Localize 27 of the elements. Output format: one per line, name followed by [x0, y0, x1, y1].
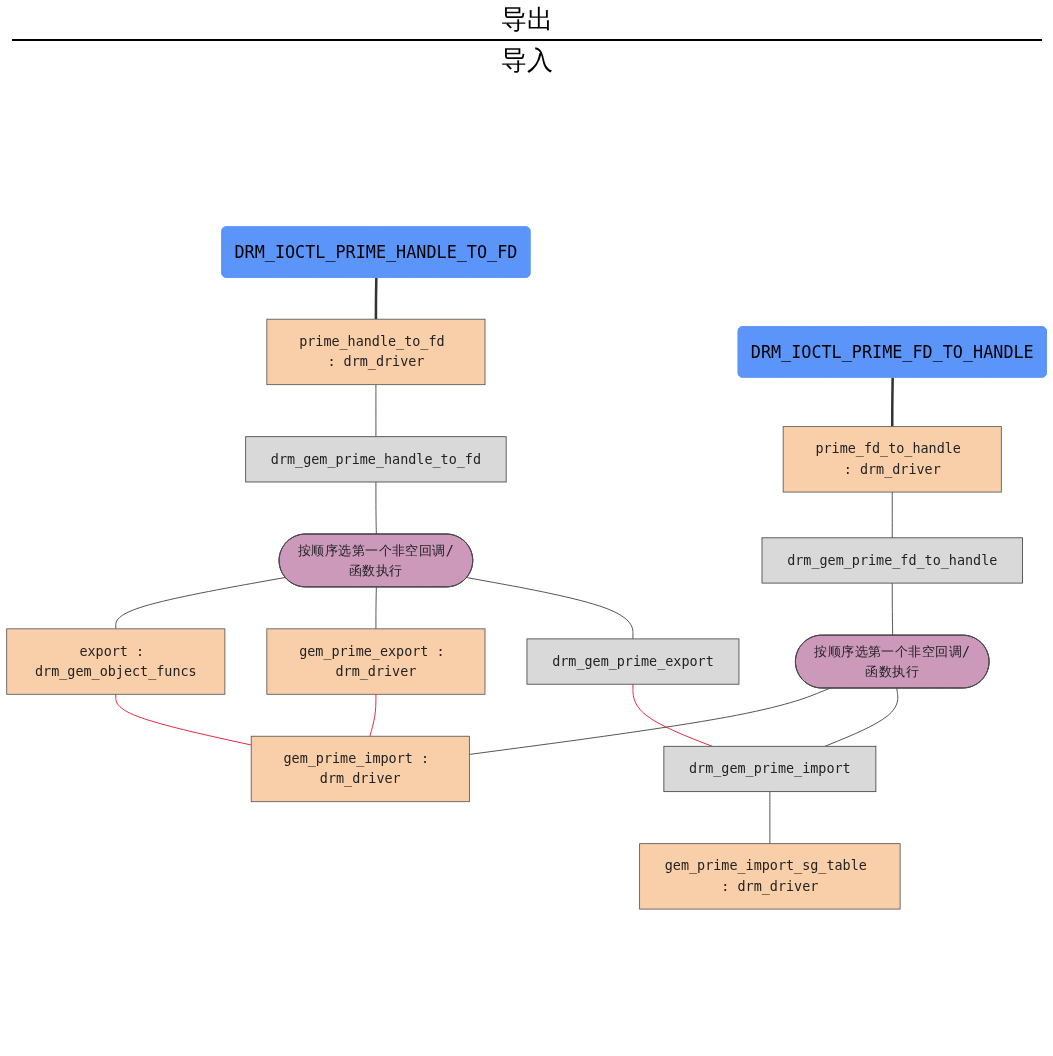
- node-box: drm_gem_prime_fd_to_handle: [761, 537, 1023, 584]
- node-box: gem_prime_import : drm_driver: [250, 735, 470, 803]
- node-box: gem_prime_export : drm_driver: [266, 628, 486, 695]
- connector: [468, 688, 830, 755]
- connector: [375, 384, 377, 438]
- connector: [375, 481, 377, 535]
- node-box: gem_prime_import_sg_table : drm_driver: [639, 843, 901, 910]
- connector: [891, 491, 893, 539]
- node-box: export : drm_gem_object_funcs: [6, 628, 226, 695]
- node-box: prime_fd_to_handle : drm_driver: [782, 426, 1002, 493]
- node-box: drm_gem_prime_handle_to_fd: [245, 436, 507, 483]
- connector: [115, 577, 286, 630]
- connector: [891, 582, 894, 636]
- connector: [374, 277, 378, 320]
- connector: [115, 693, 252, 746]
- node-box: drm_gem_prime_export: [526, 638, 740, 685]
- connector: [824, 688, 899, 747]
- node-box: drm_gem_prime_import: [663, 745, 877, 793]
- connector: [632, 683, 713, 747]
- connector: [369, 693, 377, 737]
- section-heading: 导入: [500, 44, 553, 77]
- node-box: prime_handle_to_fd : drm_driver: [266, 318, 486, 386]
- connector: [466, 577, 634, 640]
- connector: [769, 791, 771, 845]
- section-heading: 导出: [500, 3, 553, 36]
- connector: [375, 586, 377, 630]
- connector: [891, 377, 894, 427]
